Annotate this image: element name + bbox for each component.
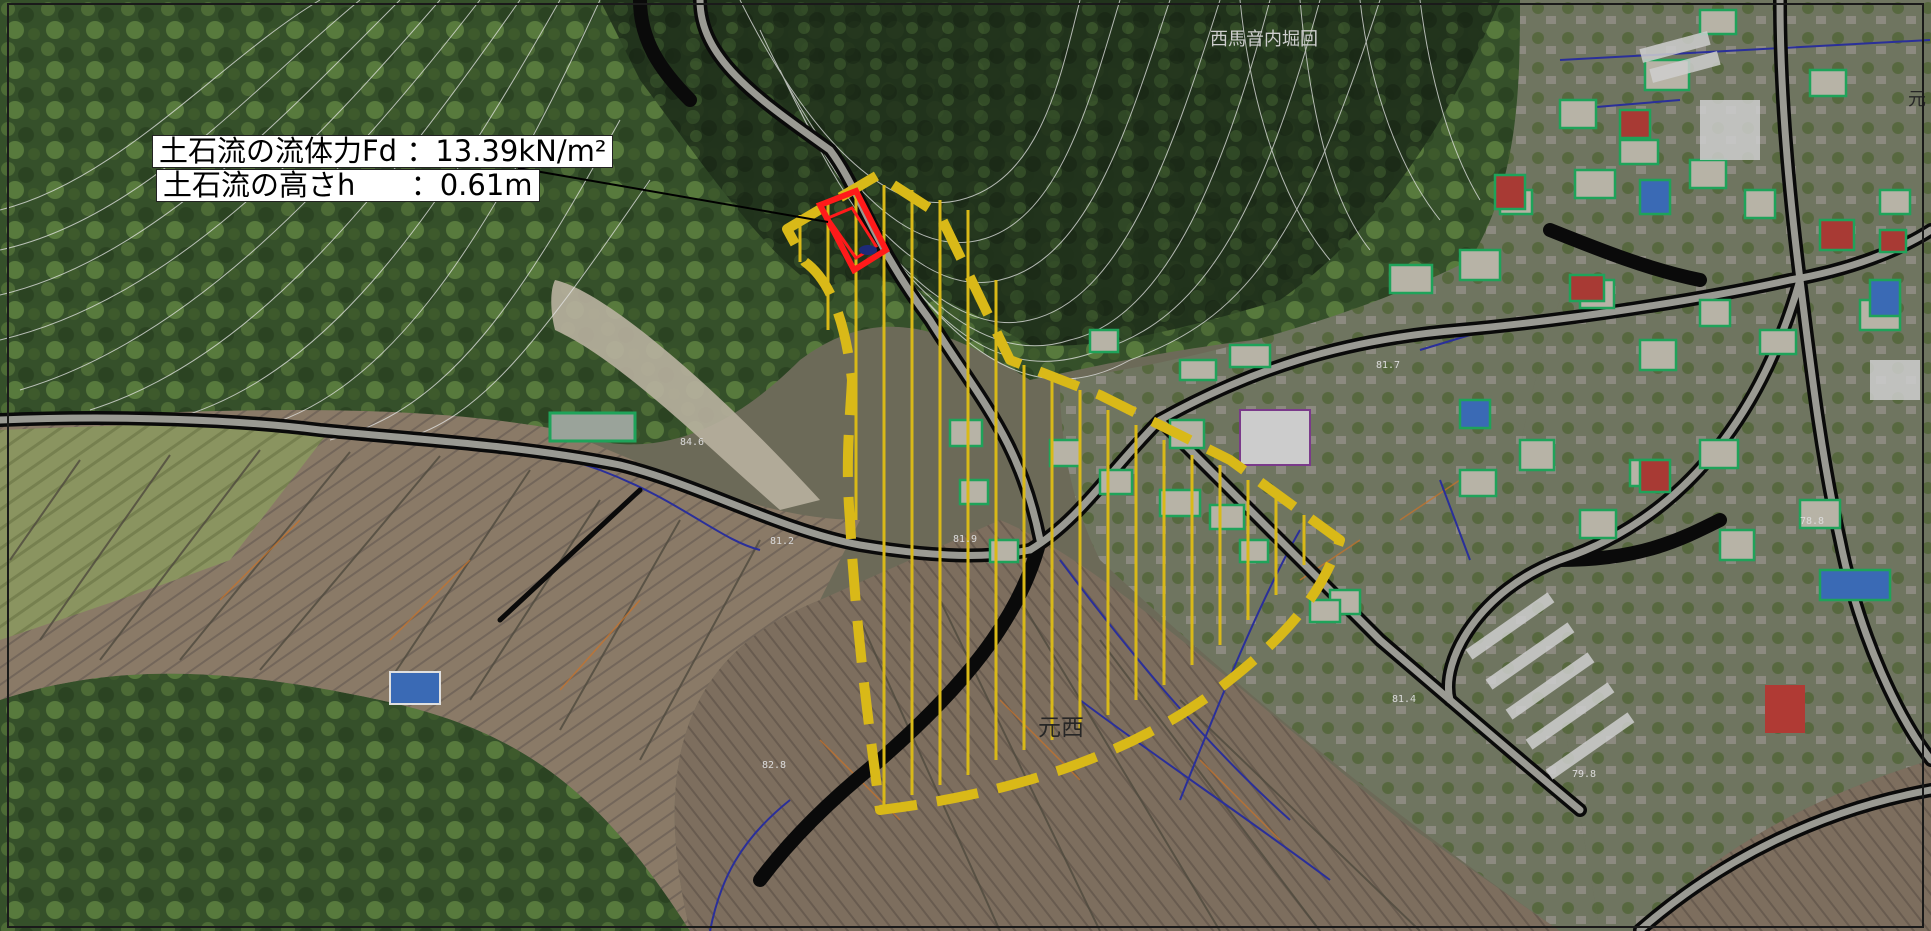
fluid-force-label: 土石流の流体力Fd [159, 134, 398, 168]
map-border [7, 3, 1924, 928]
debris-flow-hazard-zone [782, 170, 1345, 815]
field-boundaries [9, 449, 1421, 931]
fluid-force-annotation: 土石流の流体力Fd ：13.39kN/m² [152, 134, 614, 168]
rice-fields-south [674, 520, 1560, 931]
spot-height: 79.8 [1572, 769, 1596, 780]
spot-height: 78.8 [1800, 516, 1824, 527]
place-name-moto-nishi: 元西 [1038, 715, 1084, 741]
place-name-district-top: 西馬音内堀回 [1210, 29, 1318, 50]
spot-height: 82.8 [762, 760, 786, 771]
forest-lower-left [0, 673, 690, 931]
target-building-marker [815, 187, 890, 275]
leader-line [517, 167, 829, 223]
quarry-slope [551, 280, 820, 510]
spot-height: 84.6 [680, 437, 704, 448]
debris-height-annotation: 土石流の高さh ：0.61m [156, 169, 540, 202]
debris-height-value: ：0.61m [410, 168, 533, 202]
fluid-force-value: ：13.39kN/m² [406, 134, 607, 168]
dark-forest-ridge [600, 0, 1500, 346]
green-fields-west [0, 424, 330, 640]
spot-height: 81.4 [1392, 694, 1416, 705]
place-name-moto: 元 [1908, 89, 1926, 110]
map-text-layer: 元西 元 西馬音内堀回 84.6 81.2 81.9 81.4 82.8 81.… [680, 29, 1926, 780]
spot-height: 81.9 [953, 534, 977, 545]
spot-height: 81.2 [770, 536, 794, 547]
buildings [389, 8, 1920, 780]
debris-height-label: 土石流の高さh [163, 168, 356, 202]
spot-height: 81.7 [1376, 360, 1400, 371]
